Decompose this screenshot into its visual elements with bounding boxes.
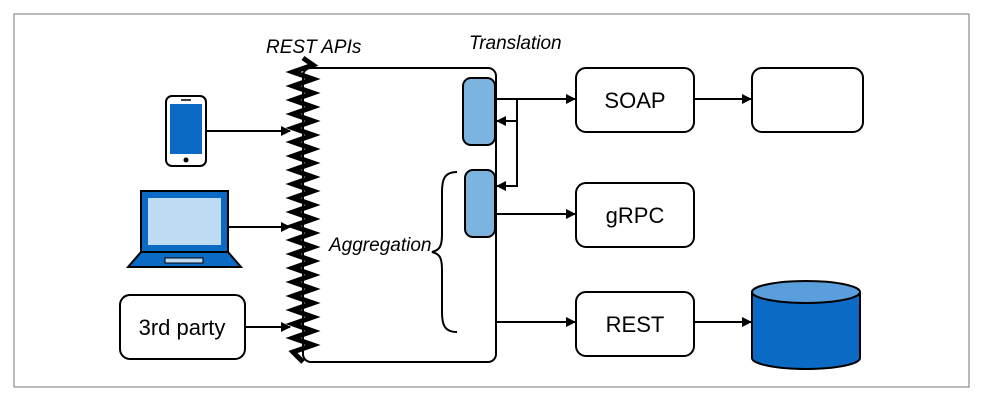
- aggregation-label: Aggregation: [328, 235, 431, 256]
- soap-target-box: [751, 67, 864, 133]
- rest-label: REST: [606, 312, 665, 337]
- translation-adapter: [462, 77, 496, 146]
- database-icon: [751, 280, 861, 370]
- third-party-label: 3rd party: [139, 315, 226, 340]
- aggregation-brace: [431, 171, 458, 333]
- smartphone-icon: [165, 95, 207, 167]
- grpc-box: [575, 182, 695, 248]
- translation-loop: [496, 99, 518, 191]
- rest-api-zigzag: [285, 55, 321, 364]
- translation-label: Translation: [469, 33, 562, 54]
- soap-label: SOAP: [604, 88, 665, 113]
- laptop-icon: [125, 190, 244, 268]
- aggregation-adapter: [464, 169, 496, 238]
- grpc-label: gRPC: [606, 203, 665, 228]
- rest-box: [575, 291, 695, 357]
- rest-apis-label: REST APIs: [266, 37, 362, 58]
